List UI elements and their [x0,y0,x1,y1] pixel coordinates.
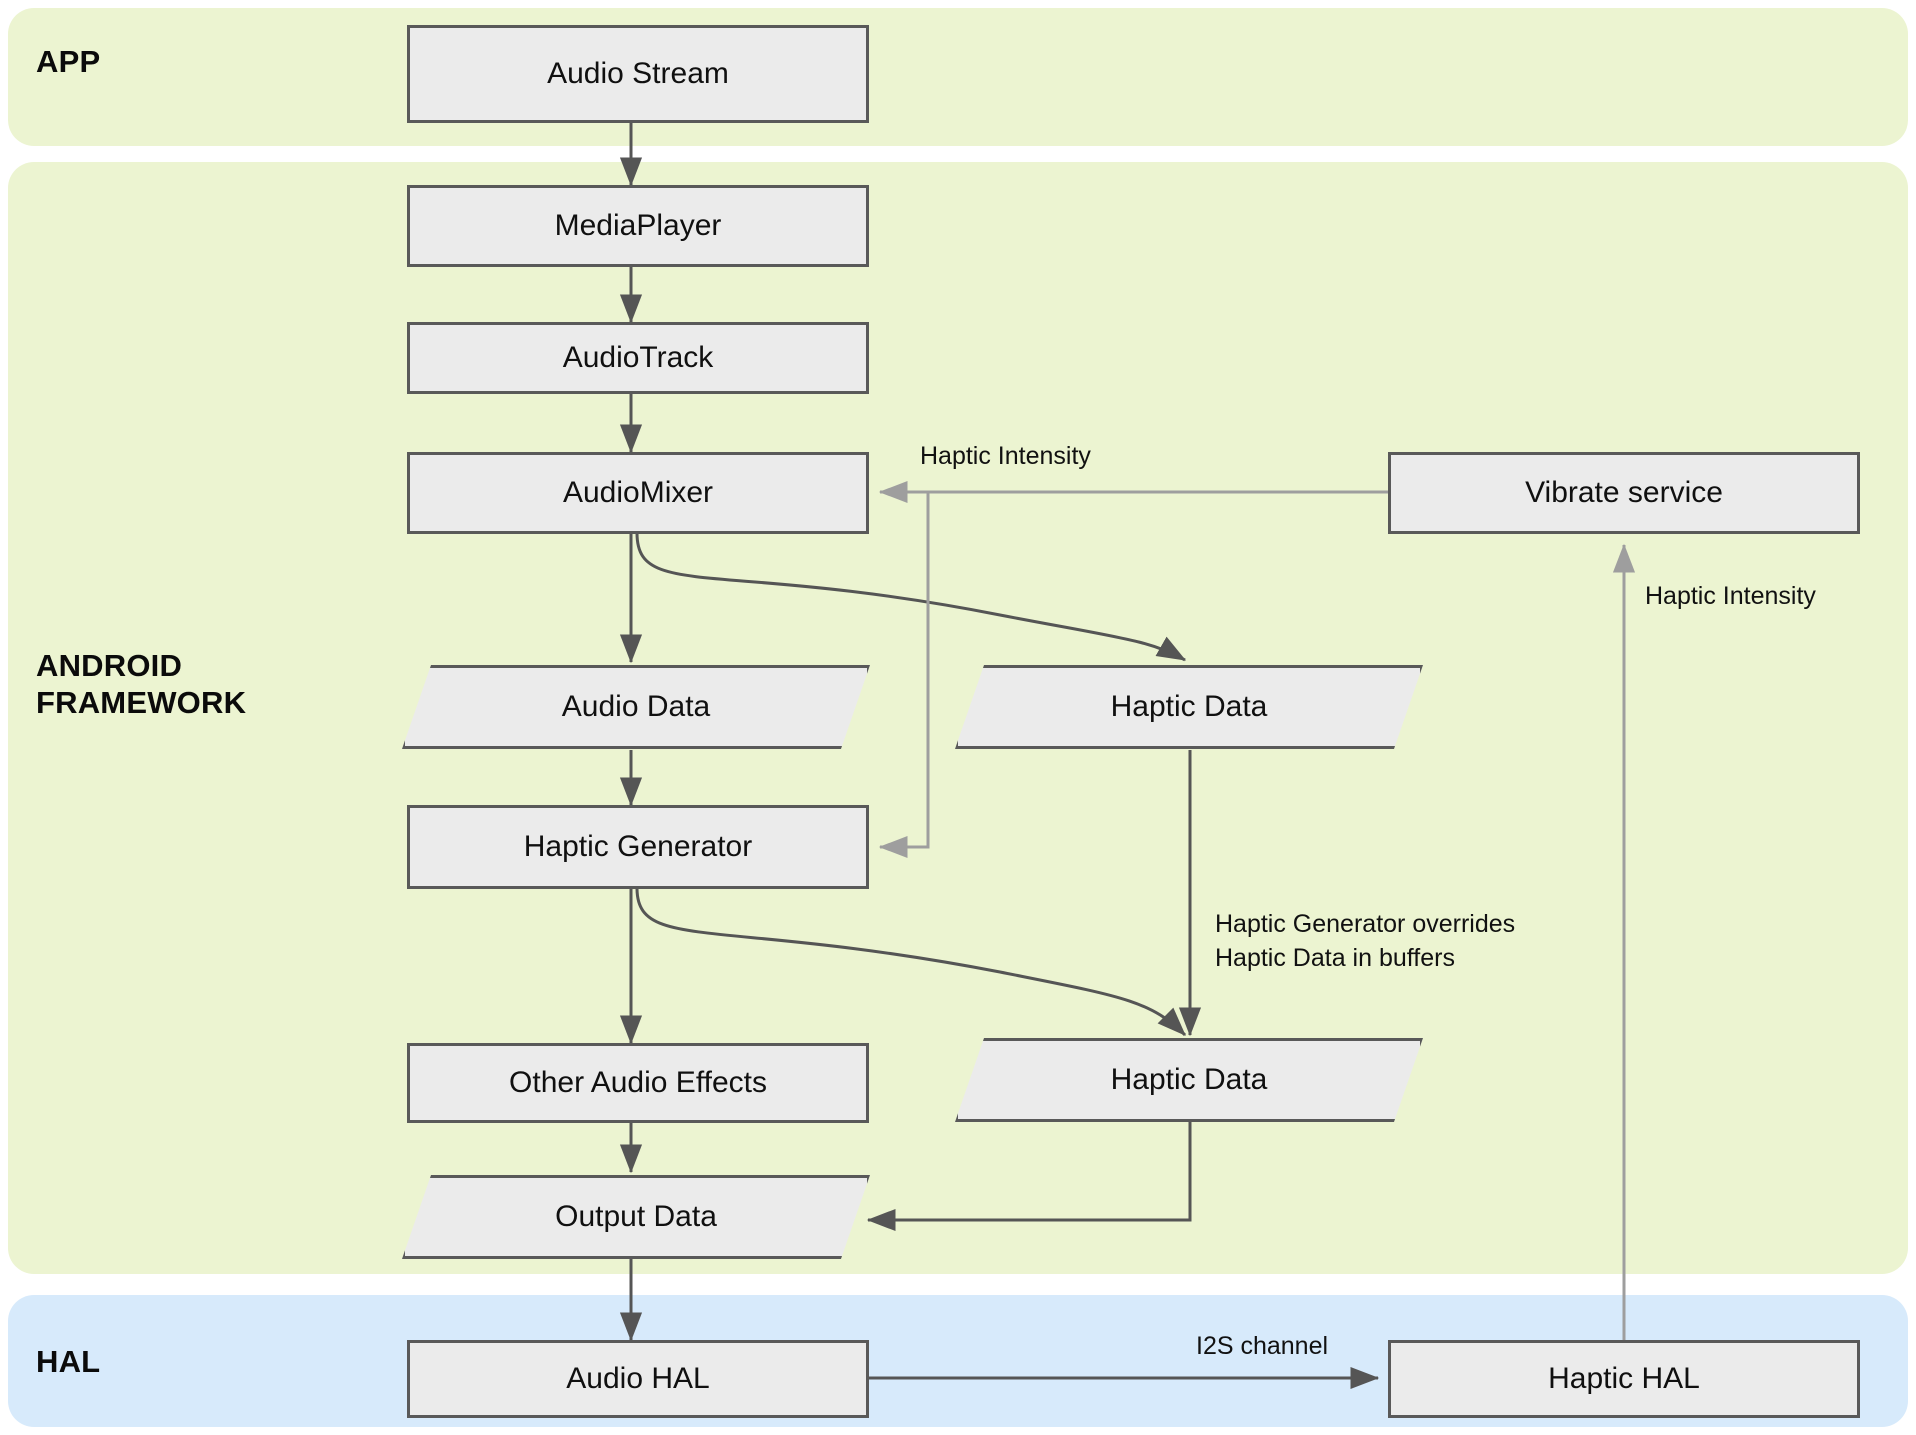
node-haptic-hal-label: Haptic HAL [1548,1362,1700,1395]
edge-haptic-generator-to-haptic-data-2 [635,887,1187,1037]
node-audio-data[interactable]: Audio Data [402,665,870,749]
audio-data-shape [402,665,870,749]
node-audio-stream-label: Audio Stream [547,57,729,90]
node-audio-mixer[interactable]: AudioMixer [407,452,869,534]
edge-audio-mixer-to-haptic-data-1 [635,532,1187,662]
edge-label-haptic-intensity-mixer: Haptic Intensity [920,442,1091,470]
output-data-shape [402,1175,870,1259]
edge-label-haptic-intensity-vibrate: Haptic Intensity [1645,582,1816,610]
node-audio-mixer-label: AudioMixer [562,476,714,509]
node-haptic-data-1[interactable]: Haptic Data [955,665,1423,749]
band-label-hal: HAL [36,1344,101,1379]
node-media-player-label: MediaPlayer [554,209,722,242]
node-audio-stream[interactable]: Audio Stream [407,25,869,123]
node-media-player[interactable]: MediaPlayer [407,185,869,267]
edge-label-i2s-channel: I2S channel [1196,1332,1329,1360]
node-audio-track-label: AudioTrack [562,341,714,374]
band-android-framework [8,162,1908,1274]
node-audio-hal[interactable]: Audio HAL [407,1340,869,1418]
node-haptic-hal[interactable]: Haptic HAL [1388,1340,1860,1418]
node-audio-track[interactable]: AudioTrack [407,322,869,394]
node-vibrate-service[interactable]: Vibrate service [1388,452,1860,534]
node-haptic-data-2[interactable]: Haptic Data [955,1038,1423,1122]
edge-label-override-note: Haptic Generator overrides Haptic Data i… [1215,910,1516,972]
haptic-data-1-shape [955,665,1423,749]
node-output-data[interactable]: Output Data [402,1175,870,1259]
band-app [8,8,1908,146]
node-other-audio-effects[interactable]: Other Audio Effects [407,1043,869,1123]
node-audio-hal-label: Audio HAL [566,1362,710,1395]
node-other-audio-effects-label: Other Audio Effects [509,1066,767,1099]
node-vibrate-service-label: Vibrate service [1525,476,1723,509]
haptic-data-2-shape [955,1038,1423,1122]
edge-haptic-data-2-to-output-data [866,1118,1192,1232]
node-haptic-generator-label: Haptic Generator [523,830,753,863]
node-haptic-generator[interactable]: Haptic Generator [407,805,869,889]
band-label-android-framework: ANDROID FRAMEWORK [36,648,247,720]
band-label-app: APP [36,44,101,79]
edge-vibrate-service-to-haptic-generator [878,492,930,859]
